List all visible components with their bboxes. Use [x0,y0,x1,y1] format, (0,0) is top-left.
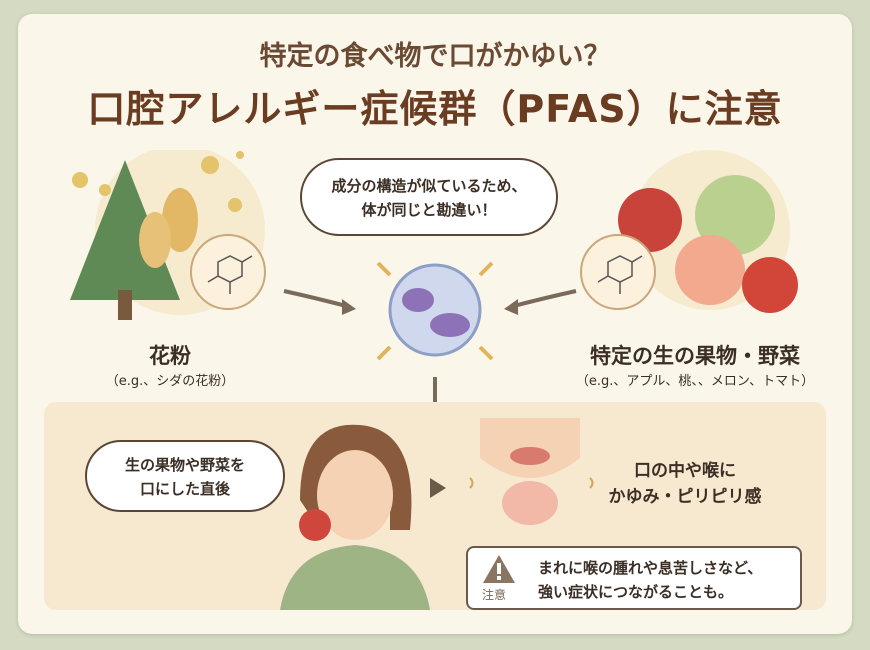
foods-label: 特定の生の果物・野菜 （e.g.、アプル、桃、、メロン、トマト） [560,340,830,389]
symptom-line2: かゆみ・ピリピリ感 [608,487,762,507]
title-line2: 口腔アレルギー症候群（PFAS）に注意 [87,87,783,131]
warning-line2: 強い症状につながることも。 [538,583,734,601]
eating-line1: 生の果物や野菜を [124,456,245,474]
thought-line1: 成分の構造が似ているため、 [331,177,527,195]
title-line1: 特定の食べ物で口がかゆい？ [259,41,611,72]
fruits-illustration [618,150,798,313]
play-arrow-icon [430,478,446,498]
pollen-example: （e.g.、シダの花粉） [105,374,235,389]
eating-line2: 口にした直後 [139,480,230,498]
warning-icon [483,555,515,583]
symptom-label: 口の中や喉に かゆみ・ピリピリ感 [600,458,770,510]
thought-line2: 体が同じと勘違い！ [361,201,497,219]
pollen-label: 花粉 （e.g.、シダの花粉） [80,340,260,389]
symptom-line1: 口の中や喉に [634,461,736,481]
warning-line1: まれに喉の腫れや息苦しさなど、 [538,559,763,577]
molecule-icon [190,234,266,310]
warning-box: 注意 まれに喉の腫れや息苦しさなど、 強い症状につながることも。 [466,546,802,610]
eating-bubble: 生の果物や野菜を 口にした直後 [85,440,285,512]
warning-tag: 注意 [482,588,507,602]
pollen-title: 花粉 [149,344,191,368]
thought-bubble: 成分の構造が似ているため、 体が同じと勘違い！ [300,158,558,236]
immune-cell-illustration [376,261,494,361]
throat-illustration [469,418,594,525]
foods-example: （e.g.、アプル、桃、、メロン、トマト） [575,374,815,389]
molecule-icon [580,234,656,310]
person-eating-illustration [280,424,430,610]
foods-title: 特定の生の果物・野菜 [590,344,800,368]
arrow-right-icon [283,289,356,315]
arrow-left-icon [504,289,577,315]
